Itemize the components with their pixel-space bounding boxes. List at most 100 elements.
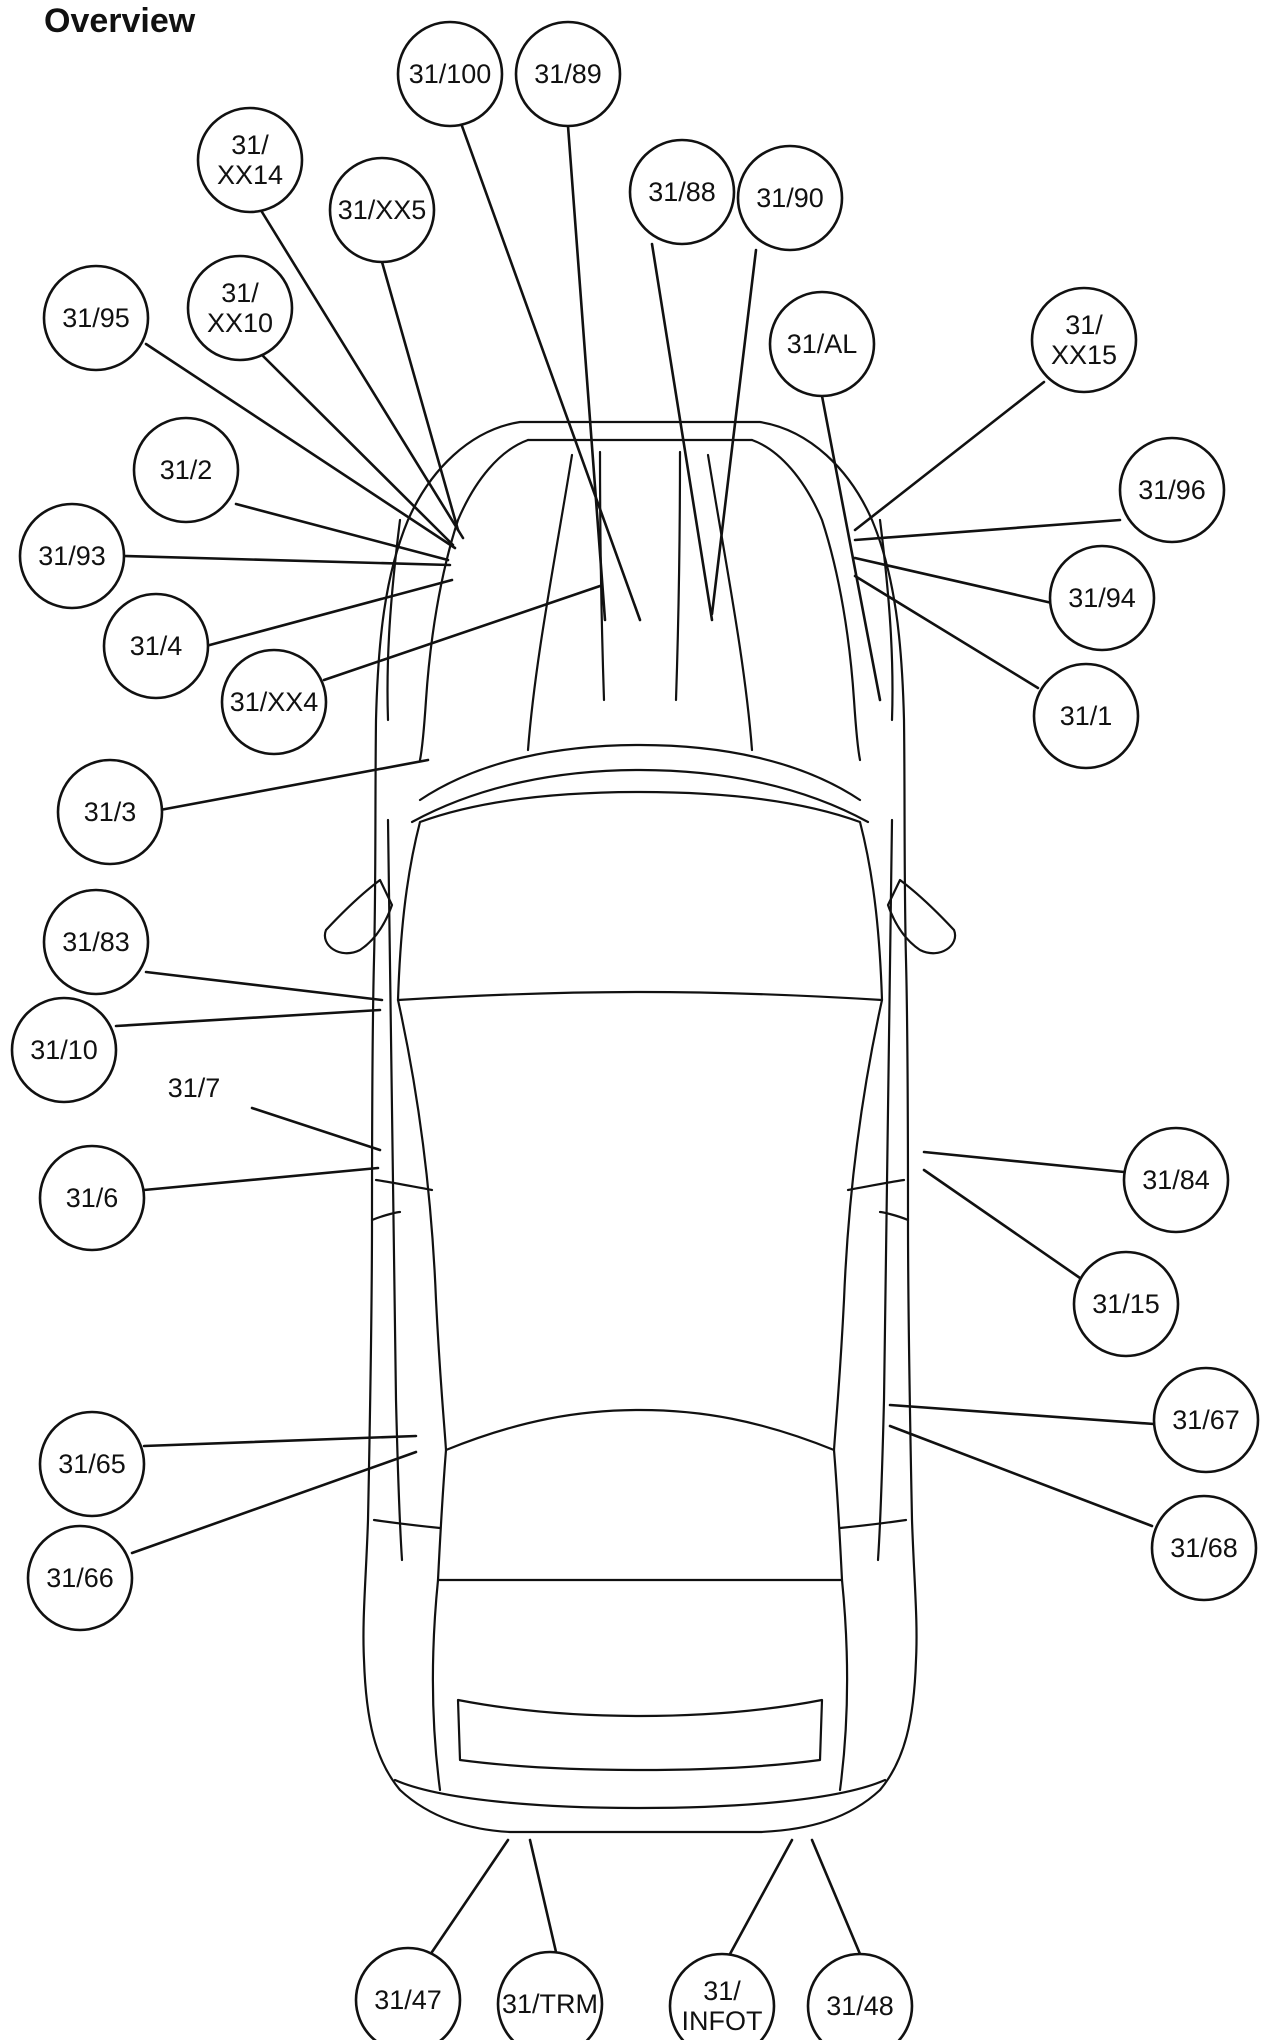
callout-31-89: 31/89	[514, 20, 622, 622]
callout-31-15: 31/15	[922, 1168, 1180, 1358]
callout-label: XX14	[217, 160, 283, 190]
callout-label: 31/	[1065, 310, 1103, 340]
callout-bubble	[18, 502, 126, 610]
callout-label: 31/3	[84, 797, 137, 827]
callout-31-94: 31/94	[853, 544, 1156, 652]
callout-label: 31/90	[756, 183, 824, 213]
page-title: Overview	[44, 2, 196, 40]
callout-label: 31/95	[62, 303, 130, 333]
callout-bubble	[806, 1952, 914, 2040]
callout-31-47: 31/47	[354, 1838, 510, 2040]
callout-label: 31/83	[62, 927, 130, 957]
leader-line	[142, 1166, 380, 1192]
callout-bubble	[186, 254, 294, 362]
callout-31-3: 31/3	[56, 758, 430, 866]
callout-label: 31/89	[534, 59, 602, 89]
callout-bubble	[1048, 544, 1156, 652]
leader-line	[260, 353, 455, 547]
leader-line	[322, 584, 602, 682]
callout-label: XX10	[207, 308, 273, 338]
callout-label: 31/	[231, 130, 269, 160]
callout-31-1: 31/1	[853, 574, 1140, 770]
callout-31-infot: 31/INFOT	[668, 1838, 794, 2040]
callout-31-95: 31/95	[42, 264, 457, 550]
callout-bubble	[56, 758, 164, 866]
car-outline	[323, 420, 957, 1834]
callout-bubble	[38, 1410, 146, 1518]
callout-bubble	[132, 416, 240, 524]
leader-line	[820, 394, 882, 702]
callout-label: 31/1	[1060, 701, 1113, 731]
callout-label: 31/10	[30, 1035, 98, 1065]
callout-31-83: 31/83	[42, 888, 384, 1002]
callout-31-68: 31/68	[888, 1424, 1258, 1602]
callout-31-2: 31/2	[132, 416, 450, 562]
callout-bubble	[496, 1950, 604, 2040]
callout-bubble	[1072, 1250, 1180, 1358]
callout-bubble	[102, 592, 210, 700]
callout-bubble	[1152, 1366, 1260, 1474]
callout-bubble	[10, 996, 118, 1104]
callout-label: 31/48	[826, 1991, 894, 2021]
callout-label: 31/66	[46, 1563, 114, 1593]
callout-bubble	[1032, 662, 1140, 770]
leader-line	[158, 758, 430, 812]
leader-line	[114, 1008, 382, 1028]
callout-31-84: 31/84	[922, 1126, 1230, 1234]
callout-31-4: 31/4	[102, 578, 454, 700]
leader-line	[144, 342, 457, 550]
callout-bubble	[196, 106, 304, 214]
callout-31-67: 31/67	[888, 1366, 1260, 1474]
leader-line	[204, 578, 454, 648]
callout-label: 31/	[703, 1976, 741, 2006]
leader-line	[710, 248, 758, 616]
leader-line	[888, 1424, 1154, 1528]
leader-line	[650, 242, 714, 622]
callout-bubble	[768, 290, 876, 398]
callout-bubble	[42, 888, 150, 996]
callout-bubble	[220, 648, 328, 756]
leader-line	[853, 380, 1046, 532]
callout-label: 31/96	[1138, 475, 1206, 505]
callout-label: 31/94	[1068, 583, 1136, 613]
callout-bubble	[38, 1144, 146, 1252]
callout-label: 31/2	[160, 455, 213, 485]
callout-31-100: 31/100	[396, 20, 642, 622]
leader-line	[528, 1838, 558, 1954]
callout-31-90: 31/90	[710, 144, 844, 616]
callout-31-7: 31/7	[168, 1073, 382, 1152]
callout-bubble	[1150, 1494, 1258, 1602]
callout-label: 31/7	[168, 1073, 221, 1103]
callout-bubble	[26, 1524, 134, 1632]
callout-label: 31/XX5	[338, 195, 427, 225]
callout-31-10: 31/10	[10, 996, 382, 1104]
callout-label: 31/XX4	[230, 687, 319, 717]
leader-line	[728, 1838, 794, 1956]
callout-label: 31/67	[1172, 1405, 1240, 1435]
callout-31-xx15: 31/XX15	[853, 286, 1138, 532]
callout-31-trm: 31/TRM	[496, 1838, 604, 2040]
callout-label: 31/4	[130, 631, 183, 661]
callout-bubble	[668, 1952, 776, 2040]
callout-31-xx4: 31/XX4	[220, 584, 602, 756]
callout-31-al: 31/AL	[768, 290, 882, 702]
callout-label: INFOT	[682, 2006, 763, 2036]
callout-bubble	[514, 20, 622, 128]
leader-line	[122, 554, 452, 567]
callout-31-6: 31/6	[38, 1144, 380, 1252]
callout-31-48: 31/48	[806, 1838, 914, 2040]
callout-31-xx14: 31/XX14	[196, 106, 465, 540]
callout-label: 31/65	[58, 1449, 126, 1479]
callout-label: 31/93	[38, 541, 106, 571]
callout-31-xx5: 31/XX5	[328, 156, 460, 532]
leader-line	[130, 1450, 418, 1555]
callout-label: 31/100	[409, 59, 492, 89]
leader-line	[888, 1403, 1156, 1426]
callout-label: 31/	[221, 278, 259, 308]
callout-31-93: 31/93	[18, 502, 452, 610]
callout-label: 31/84	[1142, 1165, 1210, 1195]
callout-label: 31/AL	[787, 329, 858, 359]
leader-line	[853, 574, 1040, 690]
